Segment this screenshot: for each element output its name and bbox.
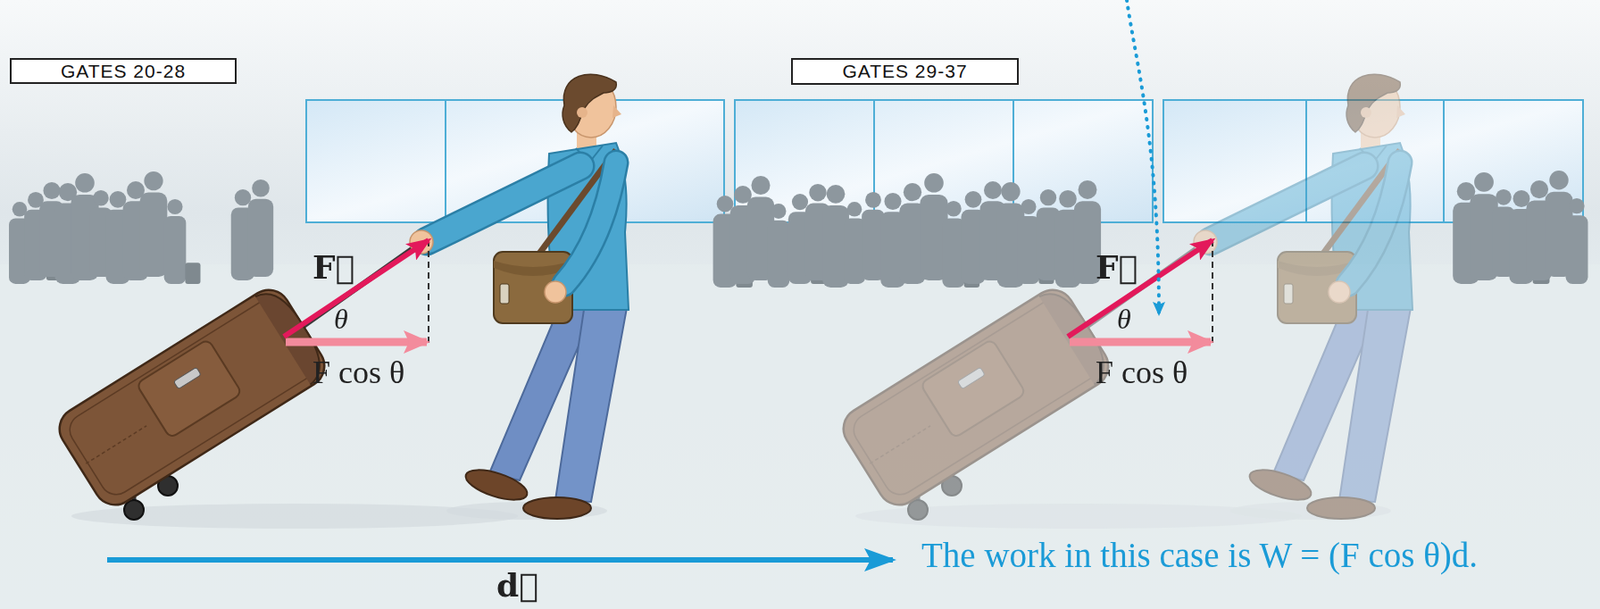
force-arrows <box>283 240 429 337</box>
crowd-person <box>1040 189 1057 206</box>
gate-sign: GATES 29-37 <box>791 58 1019 85</box>
traveler <box>612 105 622 118</box>
crowd-person <box>965 191 983 209</box>
crowd-person <box>945 200 961 217</box>
crowd-person <box>983 181 1002 200</box>
crowd-person <box>1566 215 1589 284</box>
traveler <box>544 281 567 303</box>
crowd-person <box>865 191 882 209</box>
displacement-arrow <box>107 557 893 563</box>
component-label: F cos θ <box>312 355 405 392</box>
crowd-person <box>1568 198 1584 214</box>
displacement-arrow <box>107 559 893 561</box>
crowd-person <box>1058 190 1077 209</box>
crowd-person <box>251 179 270 198</box>
crowd-person <box>164 216 187 284</box>
crowd-person <box>42 182 60 200</box>
suitcase <box>85 425 147 464</box>
crowd-person <box>1474 172 1494 192</box>
crowd-person <box>1549 170 1568 190</box>
crowd-person <box>166 199 183 215</box>
crowd-person <box>234 189 251 206</box>
sign-text: GATES 29-37 <box>841 60 967 83</box>
traveler <box>500 283 509 304</box>
crowd-person <box>184 262 200 284</box>
traveler-scene <box>51 74 629 529</box>
angle-label: θ <box>333 303 349 335</box>
crowd-person <box>140 171 168 277</box>
traveler <box>562 74 617 133</box>
force-arrows <box>1067 240 1213 337</box>
crowd-person <box>847 201 863 217</box>
crowd-person <box>771 203 787 219</box>
suitcase <box>51 282 334 514</box>
traveler <box>493 251 573 324</box>
crowd-person <box>164 199 201 284</box>
force-vector-label: F⃗ <box>1095 250 1138 286</box>
traveler <box>555 303 627 502</box>
traveler <box>564 162 617 284</box>
crowd-person <box>1020 199 1036 215</box>
crowd-person <box>924 173 944 193</box>
traveler-scene-later <box>835 74 1413 529</box>
traveler <box>462 464 532 507</box>
force-arrows <box>283 240 1213 344</box>
force-arrows <box>427 240 430 344</box>
force-arrows <box>1069 338 1211 347</box>
crowd-person <box>248 199 274 277</box>
crowd-person <box>716 195 734 213</box>
crowd-person <box>750 175 770 195</box>
crowd-person <box>826 184 846 204</box>
force-arrows <box>285 338 427 347</box>
angle-label: θ <box>1116 303 1132 335</box>
crowd-person <box>791 193 809 210</box>
work-caption: The work in this case is W = (F cos θ)d. <box>921 536 1478 575</box>
crowd-person <box>883 192 901 210</box>
crowd-person <box>92 190 109 206</box>
crowd-person <box>1000 182 1020 201</box>
crowd-person <box>1017 216 1041 284</box>
gate-sign: GATES 20-28 <box>9 58 237 84</box>
crowd-person <box>1495 189 1512 206</box>
displacement-label: d⃗ <box>496 567 539 604</box>
traveler <box>576 107 588 118</box>
crowd-person <box>75 173 95 193</box>
suitcase <box>173 366 201 389</box>
terminal-window <box>444 100 447 223</box>
traveler <box>564 162 617 284</box>
crowd-person <box>140 192 168 277</box>
crowd-person <box>1566 198 1589 284</box>
crowd-person <box>808 183 826 201</box>
crowd-person <box>1530 180 1549 199</box>
crowd-person <box>767 220 790 288</box>
crowd-person <box>143 171 163 191</box>
suitcase <box>51 282 334 514</box>
traveler <box>409 74 629 519</box>
crowd-person <box>109 191 127 209</box>
suitcase <box>135 338 242 438</box>
force-arrows <box>1211 240 1214 344</box>
force-vector-label: F⃗ <box>312 250 355 286</box>
crowd-person <box>1078 180 1098 200</box>
crowd-person <box>903 183 922 201</box>
component-label: F cos θ <box>1095 355 1188 392</box>
terminal-window <box>1442 100 1445 223</box>
traveler <box>523 497 592 519</box>
suitcase <box>124 500 144 520</box>
sign-text: GATES 20-28 <box>60 60 186 83</box>
crowd-person <box>248 179 274 277</box>
crowd-person <box>767 203 790 288</box>
